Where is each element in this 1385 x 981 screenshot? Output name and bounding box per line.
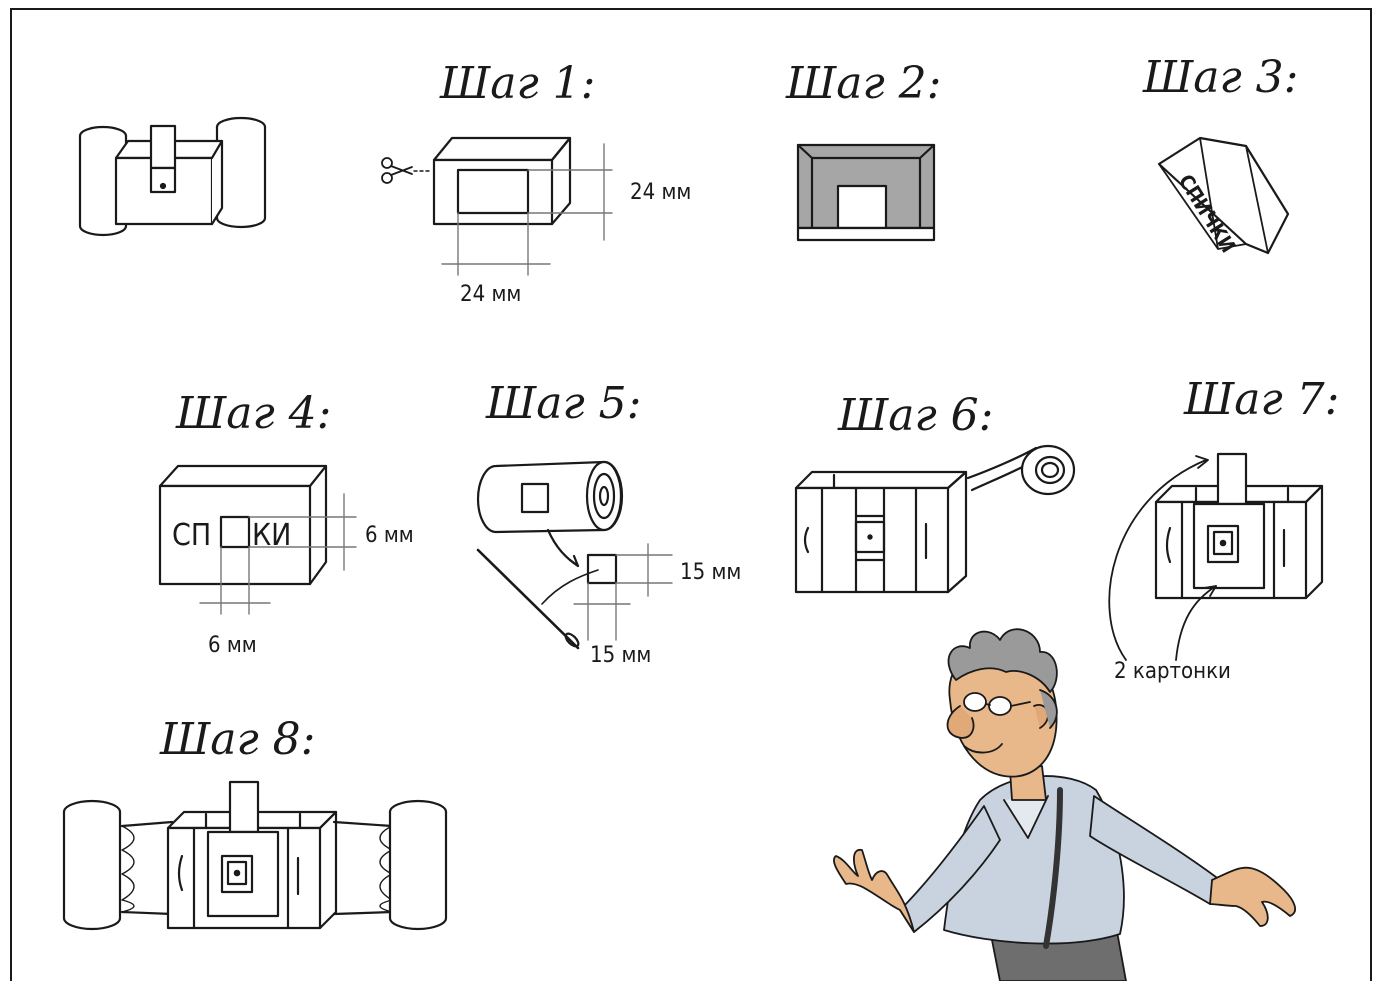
step-1-width-label: 24 мм	[460, 282, 521, 307]
step-5-diagram	[476, 460, 673, 650]
step-3-matchbox: СПИЧКИ	[1157, 136, 1290, 257]
scissors-icon	[381, 157, 433, 184]
tape-roll-icon	[966, 444, 1076, 496]
step-4-diagram: СП КИ	[158, 464, 357, 615]
step-1-title: Шаг 1:	[439, 58, 595, 109]
step-2-diagram	[796, 143, 936, 242]
step-4-title: Шаг 4:	[175, 388, 331, 439]
step-3-title: Шаг 3:	[1142, 52, 1298, 103]
professor-illustration	[833, 628, 1297, 981]
step-7-title: Шаг 7:	[1183, 374, 1339, 425]
step-5-height-label: 15 мм	[680, 560, 741, 585]
step-8-title: Шаг 8:	[159, 714, 315, 765]
finished-camera	[78, 116, 267, 237]
step-7-diagram	[1108, 452, 1324, 661]
step-4-box-text-right: КИ	[252, 518, 291, 553]
sheet-border	[10, 8, 1372, 981]
step-2-title: Шаг 2:	[785, 58, 941, 109]
step-7-cards-label: 2 картонки	[1114, 659, 1231, 684]
step-6-title: Шаг 6:	[837, 390, 993, 441]
step-5-width-label: 15 мм	[590, 643, 651, 668]
step-4-box-text-left: СП	[172, 518, 211, 553]
step-1-diagram	[381, 136, 613, 276]
step-8-diagram	[62, 780, 448, 931]
step-4-width-label: 6 мм	[208, 633, 257, 658]
step-1-height-label: 24 мм	[630, 180, 691, 205]
step-5-title: Шаг 5:	[485, 378, 641, 429]
step-4-height-label: 6 мм	[365, 523, 414, 548]
step-6-diagram	[794, 444, 1076, 594]
